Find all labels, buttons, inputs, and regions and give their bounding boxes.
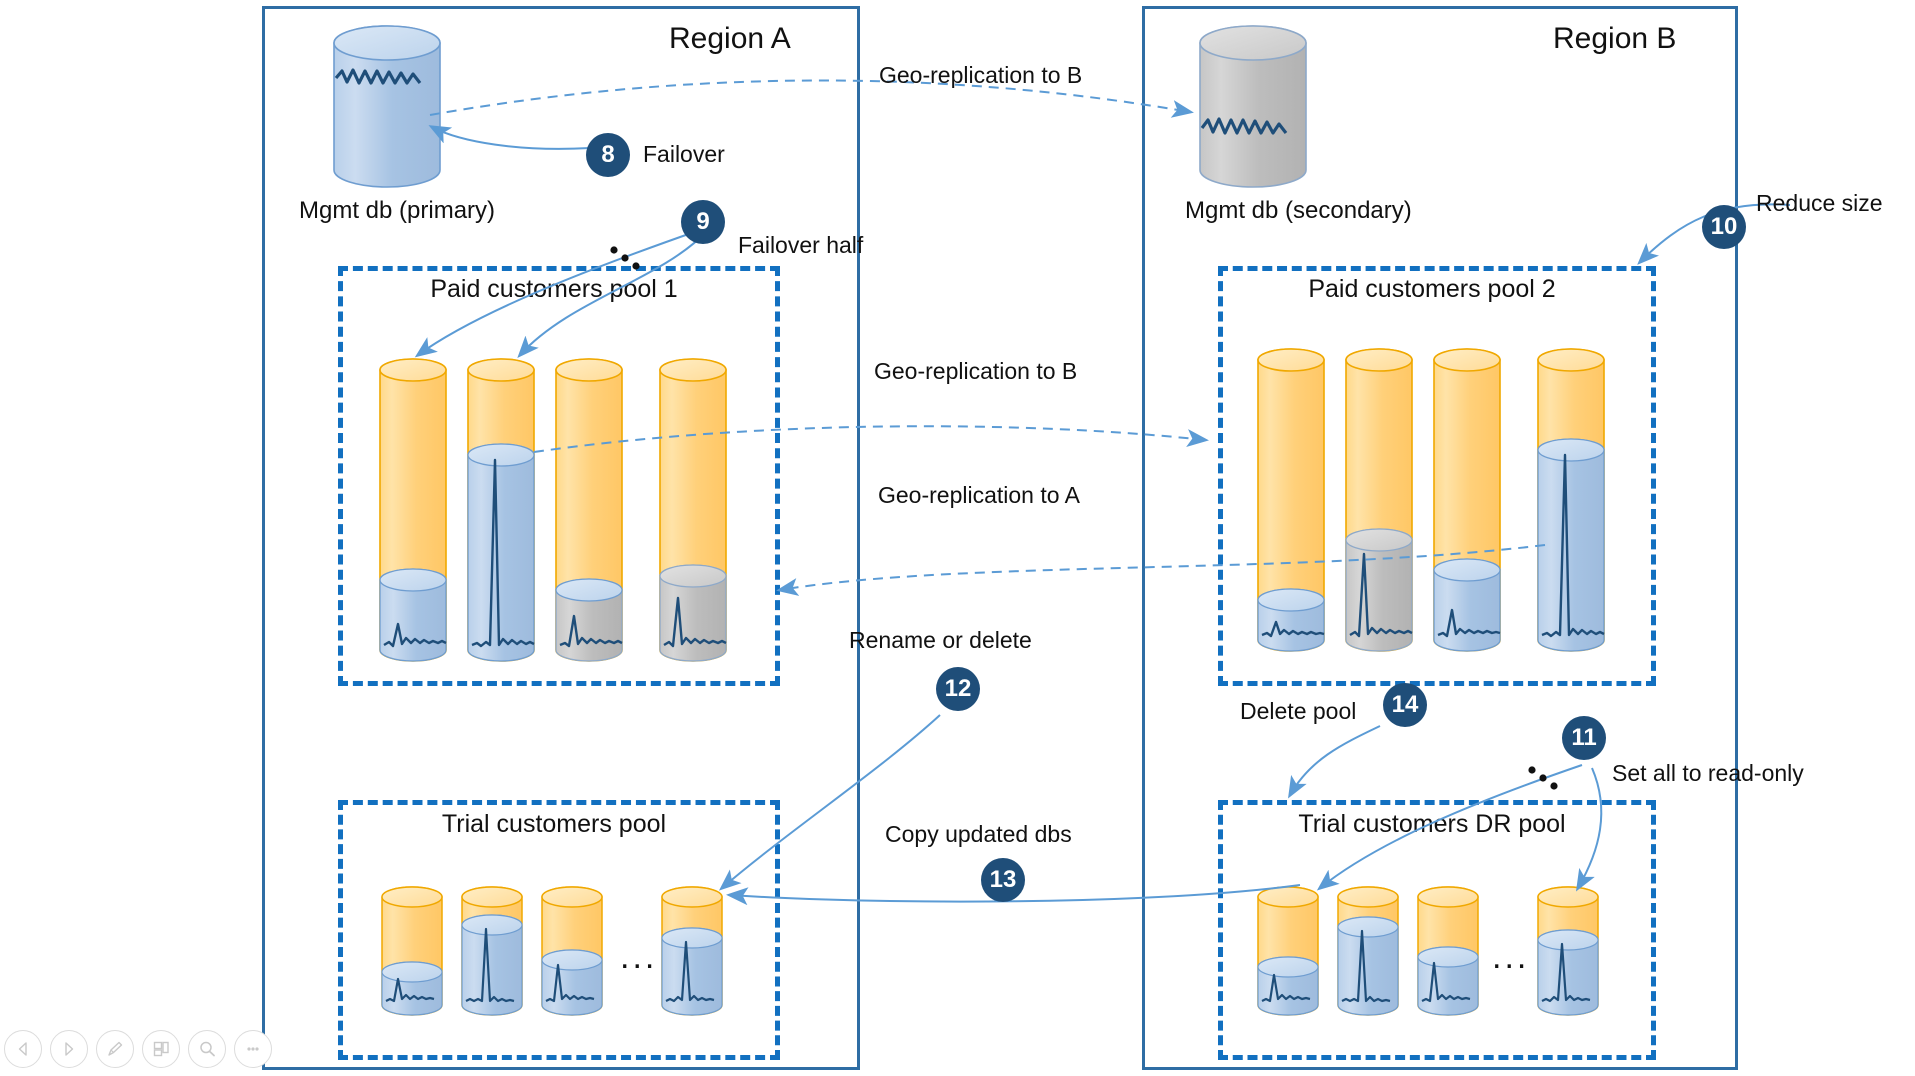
db-fill-blue: [1433, 558, 1501, 652]
previous-button[interactable]: [4, 1030, 42, 1068]
geo-replication-to-a-label: Geo-replication to A: [878, 482, 1081, 508]
db-fill-blue: [1537, 438, 1605, 652]
layout-icon: [153, 1041, 169, 1057]
step-10-label: Reduce size: [1756, 190, 1883, 216]
step-badge-8[interactable]: 8: [586, 133, 630, 177]
trial-dr-pool-db-3: [1417, 886, 1479, 1016]
failover-mgmt-arrow: [428, 125, 591, 150]
region-a-title: Region A: [669, 22, 791, 55]
step-9-diagonal-dots: [610, 246, 640, 270]
region-b-title: Region B: [1553, 22, 1677, 55]
step-11-diagonal-dots: [1528, 766, 1558, 790]
ellipsis-icon: [247, 1047, 259, 1051]
paid-pool-1-db-1: [379, 358, 447, 662]
step-badge-11[interactable]: 11: [1562, 716, 1606, 760]
viewer-toolbar: [4, 1030, 272, 1068]
trial-pool-db-3: [541, 886, 603, 1016]
geo-replication-mgmt-arrow: [429, 79, 1194, 118]
step-12-label: Rename or delete: [849, 627, 1032, 653]
geo-replication-to-a-arrow: [776, 544, 1546, 596]
trial-pool-db-2: [461, 886, 523, 1016]
previous-icon: [18, 1042, 27, 1056]
geo-replication-to-b-arrow: [533, 425, 1209, 453]
db-fill-blue: [661, 927, 723, 1016]
trial-pool-title: Trial customers pool: [441, 810, 667, 838]
geo-replication-to-b-label: Geo-replication to B: [874, 358, 1078, 384]
step-13-label: Copy updated dbs: [885, 821, 1072, 847]
trial-dr-pool-db-4: [1537, 886, 1599, 1016]
db-fill-blue: [541, 949, 603, 1016]
paid-pool-1-box: [338, 266, 780, 686]
trial-dr-pool-box: [1218, 800, 1656, 1060]
step-badge-13[interactable]: 13: [981, 858, 1025, 902]
more-button[interactable]: [234, 1030, 272, 1068]
trial-dr-pool-ellipsis: ...: [1492, 938, 1530, 976]
copy-updated-dbs-arrow: [726, 884, 1301, 906]
region-a-box: [262, 6, 860, 1070]
geo-replication-mgmt-label: Geo-replication to B: [879, 62, 1083, 88]
rename-or-delete-arrow: [718, 714, 941, 891]
db-fill-gray: [659, 564, 727, 662]
step-badge-12[interactable]: 12: [936, 667, 980, 711]
paid-pool-1-db-3: [555, 358, 623, 662]
failover-half-arrow-2: [517, 231, 707, 358]
db-fill-blue: [555, 578, 623, 662]
step-8-label: Failover: [643, 141, 725, 167]
trial-dr-pool-db-1: [1257, 886, 1319, 1016]
next-icon: [65, 1042, 74, 1056]
zoom-button[interactable]: [188, 1030, 226, 1068]
db-fill-blue: [1257, 956, 1319, 1016]
edit-button[interactable]: [96, 1030, 134, 1068]
trial-pool-db-4: [661, 886, 723, 1016]
paid-pool-2-db-2: [1345, 348, 1413, 652]
step-badge-9[interactable]: 9: [681, 200, 725, 244]
db-fill-blue: [1537, 929, 1599, 1016]
step-14-label: Delete pool: [1240, 698, 1357, 724]
set-read-only-arrow-2: [1575, 767, 1603, 892]
db-fill-gray: [1345, 528, 1413, 652]
trial-pool-box: [338, 800, 780, 1060]
paid-pool-2-db-1: [1257, 348, 1325, 652]
failover-half-arrow-1: [414, 229, 701, 358]
trial-pool-db-1: [381, 886, 443, 1016]
db-fill-blue: [1257, 588, 1325, 652]
mgmt-secondary-label: Mgmt db (secondary): [1185, 197, 1412, 224]
delete-pool-arrow: [1288, 725, 1381, 799]
step-11-label: Set all to read-only: [1612, 760, 1804, 786]
layout-button[interactable]: [142, 1030, 180, 1068]
paid-pool-2-title: Paid customers pool 2: [1308, 275, 1556, 303]
step-9-label: Failover half: [738, 232, 864, 258]
step-badge-10[interactable]: 10: [1702, 205, 1746, 249]
paid-pool-2-box: [1218, 266, 1656, 686]
region-b-box: [1142, 6, 1738, 1070]
db-fill-blue: [467, 443, 535, 662]
db-fill-blue: [381, 961, 443, 1016]
mgmt-primary-label: Mgmt db (primary): [299, 197, 496, 224]
mgmt-primary-cylinder: [333, 25, 441, 188]
paid-pool-1-db-2: [467, 358, 535, 662]
db-fill-blue: [379, 568, 447, 662]
db-fill-blue: [1337, 916, 1399, 1016]
step-badge-14[interactable]: 14: [1383, 683, 1427, 727]
pencil-icon: [108, 1041, 123, 1056]
trial-dr-pool-db-2: [1337, 886, 1399, 1016]
paid-pool-2-db-3: [1433, 348, 1501, 652]
trial-pool-ellipsis: ...: [620, 938, 658, 976]
next-button[interactable]: [50, 1030, 88, 1068]
db-fill-blue: [461, 914, 523, 1016]
magnifier-icon: [200, 1041, 215, 1057]
paid-pool-2-db-4: [1537, 348, 1605, 652]
db-fill-blue: [1417, 946, 1479, 1016]
mgmt-secondary-cylinder: [1199, 25, 1307, 188]
